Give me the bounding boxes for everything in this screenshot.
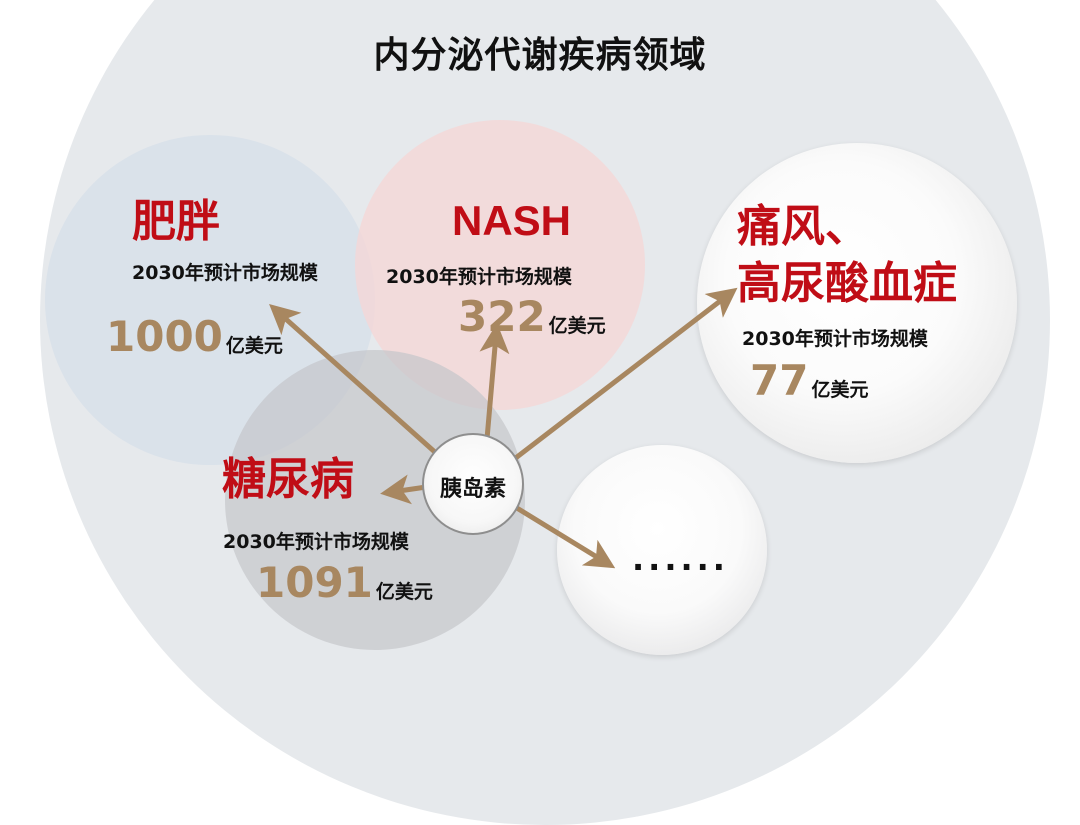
obesity-name: 肥胖 <box>132 196 220 247</box>
arrow-to-obesity <box>269 304 458 473</box>
gout-market-value: 77 亿美元 <box>750 360 868 402</box>
diagram-title: 内分泌代谢疾病领域 <box>373 35 707 76</box>
diabetes-market-value: 1091 亿美元 <box>256 562 433 604</box>
gout-market-label: 2030年预计市场规模 <box>742 328 928 350</box>
insulin-node <box>422 433 524 535</box>
nash-market-unit: 亿美元 <box>548 315 606 337</box>
obesity-market-value: 1000 亿美元 <box>106 316 283 358</box>
diabetes-market-unit: 亿美元 <box>375 581 433 603</box>
diabetes-market-number: 1091 <box>256 558 373 607</box>
obesity-market-unit: 亿美元 <box>225 335 283 357</box>
diabetes-name: 糖尿病 <box>222 454 354 505</box>
gout-sphere <box>697 143 1017 463</box>
diabetes-market-label: 2030年预计市场规模 <box>223 531 409 553</box>
obesity-market-number: 1000 <box>106 312 223 361</box>
arrows-layer <box>269 287 738 569</box>
gout-market-unit: 亿美元 <box>811 379 869 401</box>
arrow-to-more <box>509 502 616 569</box>
obesity-group: 肥胖 2030年预计市场规模 <box>132 200 318 285</box>
insulin-label: 胰岛素 <box>439 477 506 502</box>
gout-name-line2: 高尿酸血症 <box>737 258 957 309</box>
nash-name: NASH <box>452 197 572 244</box>
more-label: ...... <box>632 540 729 578</box>
gout-name-line1: 痛风、 <box>737 201 869 252</box>
gout-market-number: 77 <box>750 356 809 405</box>
nash-market-label: 2030年预计市场规模 <box>386 266 572 288</box>
arrow-to-gout <box>497 287 738 473</box>
obesity-market-label: 2030年预计市场规模 <box>132 262 318 284</box>
